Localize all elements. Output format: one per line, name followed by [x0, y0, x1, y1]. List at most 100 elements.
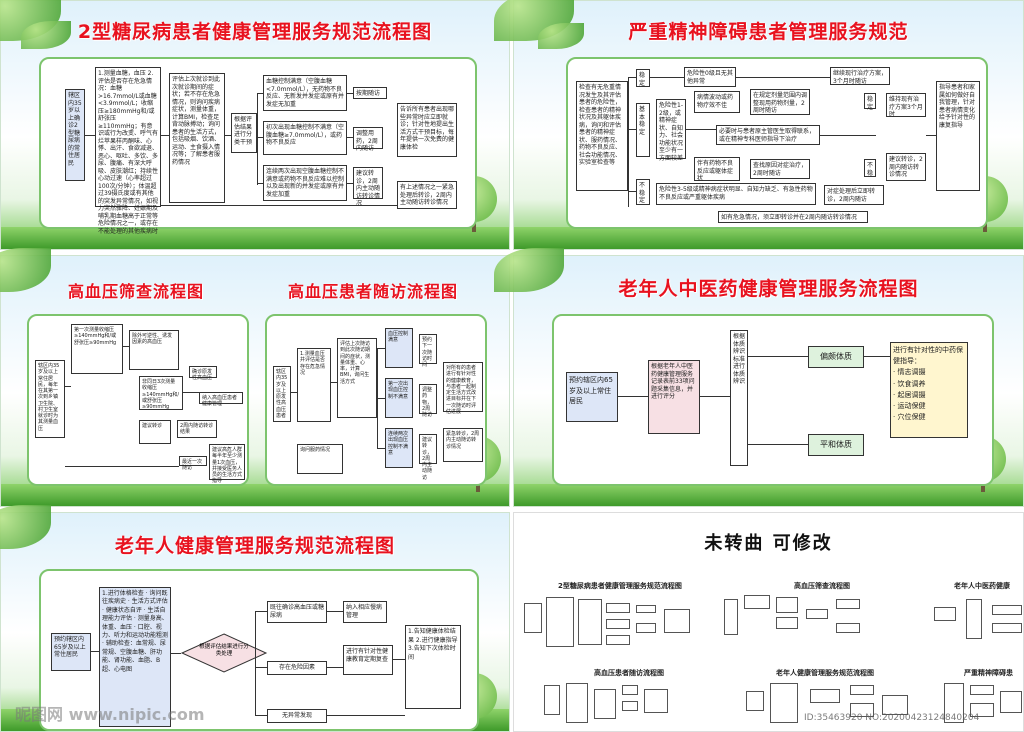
- education-box: 对所有的患者进行有针对性的健康教育，与患者一起制定生活方式改进目标并在下一次随访…: [443, 362, 483, 415]
- decision-label: 根据评估结果进行分类处理: [199, 644, 249, 658]
- unstable-box: 不稳定: [636, 179, 650, 205]
- confirm-box: 确诊原发性高血压: [189, 366, 217, 381]
- guide-box: 进行有针对性的中药保健指导： · 情志调摄 · 饮食调养 · 起居调摄 · 运动…: [890, 342, 968, 438]
- refer-followup-box: 2周内随访转诊结果: [177, 420, 217, 438]
- thumbnail-label: 高血压筛查流程图: [794, 582, 850, 590]
- symptom-box: 查找原因对症治疗，2周时随访: [750, 159, 810, 179]
- stable2-box: 稳定: [864, 93, 876, 111]
- identify-box: 根据体质辨识标准进行体质辨识: [730, 330, 748, 466]
- screening-title: 高血压筛查流程图: [67, 282, 204, 301]
- action3-box: 建议转诊，2周内主动随访: [419, 434, 437, 481]
- keep-plan-box: 维持现有治疗方案3个月时: [886, 93, 926, 118]
- contact-doctor-box: 必要时与患者原主管医生取得联系，或在精神专科医师指导下治疗: [716, 125, 820, 145]
- recent-followup-box: 最近一次随访: [179, 456, 207, 471]
- panel-tcm: 老年人中医药健康管理服务流程图 预约辖区内65岁及以上常住居民 根据老年人中医药…: [494, 248, 1024, 507]
- guide-title: 进行有针对性的中药保健指导：: [893, 346, 963, 366]
- step1-box: 1.测量血压并评估是否存在危急情况: [297, 348, 331, 422]
- followup-title: 高血压患者随访流程图: [287, 282, 458, 301]
- flowchart-card: 预约辖区内65岁及以上常住居民 根据老年人中医药健康管理服务记录表前33项问题采…: [552, 314, 994, 486]
- stable-box: 稳定: [636, 69, 650, 87]
- question1-box: 第一次测量收缩压≥140mmHg和/或舒张压≥90mmHg: [71, 324, 123, 374]
- step2-box: 评估上次就诊到此次就诊期间的症状；若不存在危急情况，则询问疾病症状，测量体重，计…: [169, 73, 225, 203]
- exam-box: 1.进行体格检查 · 询问既往疾病史 · 生活方式评估 · 健康状态自评 · 生…: [99, 587, 171, 727]
- adjust-dose-box: 在规定剂量范围内调整现用药物剂量，2周时随访: [750, 89, 810, 115]
- result1-box: 血糖控制满意（空腹血糖<7.0mmol/L），无药物不良反应、无新发并发症或原有…: [263, 75, 347, 111]
- notstable-box: 不稳: [864, 159, 876, 177]
- action2-box: 进行有针对性健康教育定期复查: [343, 645, 393, 675]
- note1-box: 告诉所有患者出现哪些异常时应立即就诊；针对性地提出生活方式干预目标，每年提供一次…: [397, 103, 457, 157]
- result2-box: 初次出现血糖控制不满意（空腹血糖≥7.0mmol/L），或药物不良反应: [263, 121, 347, 155]
- balanced-box: 平和体质: [808, 434, 864, 456]
- guide-item: · 饮食调养: [893, 379, 926, 388]
- refer-box: 建议转诊，2周内随访转诊情况: [886, 153, 926, 181]
- start-box: 预约辖区内65岁及以上常住居民: [51, 633, 91, 671]
- guide-item: · 运动保健: [893, 401, 926, 410]
- result2-box: 第一次出现血压控制不满意: [385, 378, 413, 418]
- thumbnail-label: 高血压患者随访流程图: [594, 669, 664, 677]
- start-box: 检查有无危重情况发生及其评估患者的危险性，检查患者的精神状况及其躯体疾病，询问和…: [576, 81, 628, 191]
- panel-elderly: 老年人健康管理服务规范流程图 预约辖区内65岁及以上常住居民 1.进行体格检查 …: [0, 505, 510, 732]
- decision-diamond: 根据评估结果进行分类处理: [180, 633, 268, 673]
- guidance-box: 指导患者和家属如何做好自我管理，针对患者病情变化给予针对性的康复指导: [936, 81, 980, 191]
- screening-card: 辖区内35岁及以上常住居民，每年在其第一次到乡镇卫生院、村卫生室就诊时为其测量血…: [27, 314, 249, 486]
- stable-action-box: 继续现行治疗方案，3个月时随访: [830, 67, 890, 85]
- unstable-action-box: 对症处理后立即转诊，2周内随访: [824, 185, 884, 205]
- start-box: 预约辖区内65岁及以上常住居民: [566, 372, 618, 422]
- emergency-box: 紧急转诊，2周内主动随访转诊情况: [443, 428, 483, 462]
- thumbnail-label: 老年人中医药健康: [954, 582, 1010, 590]
- panel-hypertension: 高血压筛查流程图 高血压患者随访流程图 辖区内35岁及以上常住居民，每年在其第一…: [0, 248, 510, 507]
- panel-mental: 严重精神障碍患者管理服务规范 检查有无危重情况发生及其评估患者的危险性，检查患者…: [494, 0, 1024, 250]
- panel-thumbnails: 未转曲 可修改 2型糖尿病患者健康管理服务规范流程图 高血压筛查流程图 老年人中…: [513, 512, 1024, 732]
- case1-box: 既往确诊高血压或糖尿病: [267, 601, 327, 623]
- guide-item: · 情志调摄: [893, 368, 926, 377]
- flowchart-card: 检查有无危重情况发生及其评估患者的危险性，检查患者的精神状况及其躯体疾病，询问和…: [566, 57, 988, 229]
- action3-box: 建议转诊，2周内主动随访转诊情况: [353, 167, 383, 207]
- unstable-detail-box: 危险性3-5级或精神病症状明显、自知力缺乏、有急性药物不良反应或严重躯体疾病: [656, 183, 816, 205]
- emergency-box: 如有危急情况，须立即转诊并在2周内随访转诊情况: [718, 211, 868, 223]
- flowchart-card: 辖区内35岁以上确诊2型糖尿病的常住居民 1.测量血糖，血压 2.评估是否存在危…: [39, 57, 477, 235]
- action1-box: 纳入相应慢病管理: [343, 601, 387, 623]
- action3-box: 1.告知健康体检结果 2.进行健康指导 3.告知下次体检时间: [405, 625, 461, 709]
- guide-item: · 穴位保健: [893, 413, 926, 422]
- flowchart-card: 预约辖区内65岁及以上常住居民 1.进行体格检查 · 询问既往疾病史 · 生活方…: [39, 569, 479, 731]
- fluctuation-box: 病情波动或药物疗效不佳: [694, 91, 740, 113]
- action1-box: 预约下一次随访时间: [419, 334, 437, 368]
- note2-box: 有上述情况之一紧急处理后转诊，2周内主动随访转诊情况: [397, 181, 457, 209]
- question2-box: 除外可逆性、诱发因素的高血压: [129, 330, 179, 370]
- question3-box: 非同日3次测量收缩压≥140mmHg和/或舒张压≥90mmHg: [139, 376, 183, 410]
- case2-box: 存在危险因素: [267, 661, 327, 675]
- case3-box: 无异常发现: [267, 709, 327, 723]
- collect-info-box: 根据老年人中医药健康管理服务记录表前33项问题采集信息，并进行评分: [648, 360, 700, 434]
- panel-title: 严重精神障碍患者管理服务规范: [628, 21, 909, 43]
- step3-box: 询问服药情况: [297, 444, 343, 474]
- classify-box: 根据评估结果进行分类干预: [231, 113, 257, 153]
- basic-detail-box: 危险性1-2级，或精神症状、自知力、社会功能状况至少有一方面较差: [656, 99, 686, 162]
- panel-title: 老年人健康管理服务规范流程图: [114, 535, 395, 557]
- biased-box: 偏颇体质: [808, 346, 864, 368]
- image-id: ID:35463920 NO:20200423124840204: [804, 713, 980, 723]
- step1-box: 1.测量血糖，血压 2.评估是否存在危急情况：血糖>16.7mmol/L或血糖<…: [95, 67, 161, 235]
- high-risk-box: 建议高危人群每半年至少测量1次血压，并接受医务人员的生活方式指导: [209, 444, 245, 484]
- watermark: 昵图网 www.nipic.com: [15, 705, 205, 724]
- action2-box: 调整药物，2周随访: [419, 384, 437, 418]
- action1-box: 按期随访: [353, 87, 387, 99]
- action2-box: 调整用药，2周内随访: [353, 127, 383, 152]
- manage-box: 纳入高血压患者健康管理: [199, 392, 243, 407]
- result3-box: 连续两次出现血压控制不满意: [385, 428, 413, 468]
- side-effect-box: 伴有药物不良反应或躯体症状: [694, 157, 740, 182]
- start-box: 辖区内35岁以上确诊2型糖尿病的常住居民: [65, 89, 85, 181]
- panel-title: 2型糖尿病患者健康管理服务规范流程图: [77, 21, 433, 43]
- refer-box: 建议转诊: [139, 420, 171, 444]
- guide-item: · 起居调摄: [893, 390, 926, 399]
- followup-card: 辖区内35岁及以上原发性高血压患者 1.测量血压并评估是否存在危急情况 评估上次…: [265, 314, 487, 486]
- thumbnail-label: 严重精神障碍患: [964, 669, 1013, 677]
- start-box: 辖区内35岁及以上原发性高血压患者: [273, 366, 291, 422]
- step2-box: 评估上次随访到此次随访期间的症状，测量体重、心率，计算BMI，询问生活方式: [337, 338, 377, 418]
- panel-title: 未转曲 可修改: [704, 533, 833, 554]
- basic-stable-box: 基本稳定: [636, 103, 650, 157]
- result1-box: 血压控制满意: [385, 328, 413, 368]
- start-box: 辖区内35岁及以上常住居民，每年在其第一次到乡镇卫生院、村卫生室就诊时为其测量血…: [35, 360, 65, 438]
- result3-box: 连续两次出现空腹血糖控制不满意或药物不良反应难以控制以及出现新的并发症或原有并发…: [263, 165, 347, 201]
- thumbnail-label: 2型糖尿病患者健康管理服务规范流程图: [558, 582, 682, 590]
- stable-detail-box: 危险性0级且无其他异常: [684, 67, 736, 87]
